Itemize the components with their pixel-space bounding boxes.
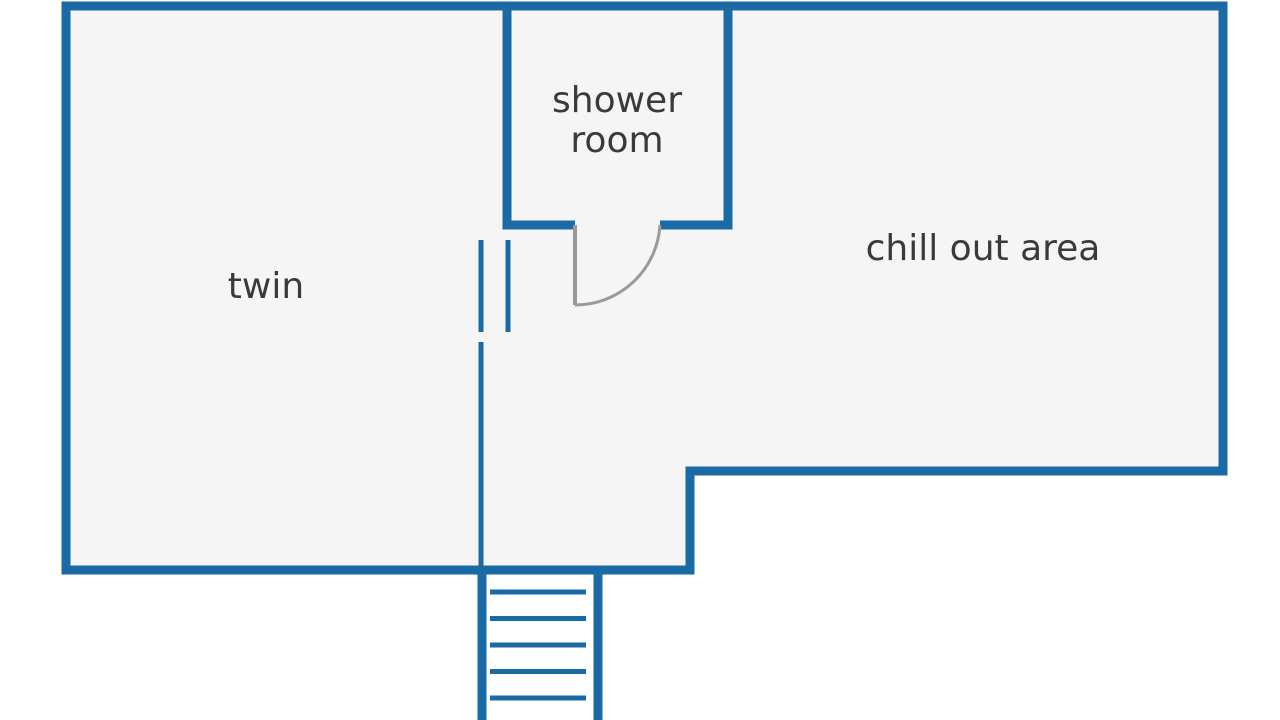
twin-doorway <box>478 240 511 332</box>
room-label-chill-out-area: chill out area <box>866 228 1101 269</box>
room-label-twin: twin <box>228 266 304 307</box>
floor-area <box>66 6 1223 570</box>
room-label-shower-line1: shower <box>552 80 682 121</box>
shower-room-wall-right <box>660 6 733 230</box>
staircase-outline <box>477 565 603 720</box>
shower-door <box>573 224 662 307</box>
staircase <box>477 565 603 720</box>
shower-room-wall <box>502 6 575 230</box>
room-label-shower-line2: room <box>570 120 663 161</box>
outer-wall <box>61 1 1228 575</box>
